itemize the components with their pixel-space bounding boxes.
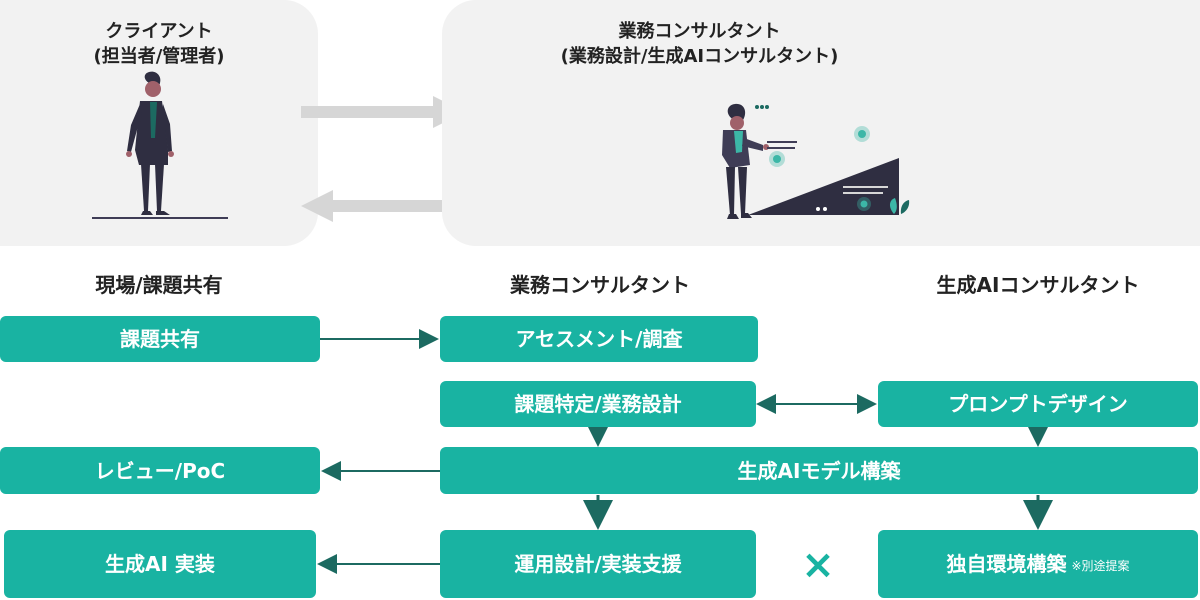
leaf-shape [900, 200, 910, 214]
prompt-design-step: プロンプトデザイン [878, 381, 1198, 427]
client-panel-title: クライアント (担当者/管理者) [93, 21, 225, 67]
head-shape [145, 81, 161, 97]
task-share-step: 課題共有 [0, 316, 320, 362]
model-build-step: 生成AIモデル構築 [440, 447, 1198, 494]
middle-column-label: 業務コンサルタント [510, 273, 690, 297]
leaf-shape [889, 198, 897, 214]
task-share-label: 課題共有 [120, 327, 200, 351]
presentation-ramp-shape [748, 158, 899, 215]
left-shoe-shape [141, 211, 153, 215]
left-column-label: 現場/課題共有 [95, 273, 223, 297]
top-left-arrow-body [333, 200, 465, 212]
tie-shape [150, 102, 157, 138]
problem-design-step: 課題特定/業務設計 [440, 381, 756, 427]
left-shoe-shape [727, 214, 739, 219]
model-build-label: 生成AIモデル構築 [737, 458, 901, 483]
consultant-panel: 業務コンサルタント (業務設計/生成AIコンサルタント) [442, 0, 1200, 246]
right-hand-shape [168, 151, 174, 157]
custom-environment-step: 独自環境構築 ※別途提案 [878, 530, 1198, 598]
right-leg-shape [738, 167, 747, 214]
right-leg-shape [155, 164, 164, 211]
right-shoe-shape [156, 211, 170, 215]
shirt-shape [734, 131, 743, 153]
client-panel: クライアント (担当者/管理者) [0, 0, 318, 246]
ai-implementation-label: 生成AI 実装 [105, 552, 215, 576]
left-hand-shape [126, 151, 132, 157]
pointing-arm-shape [742, 138, 763, 151]
arrow-left-icon [301, 190, 465, 222]
review-poc-step: レビュー/PoC [0, 447, 320, 494]
page-dot [823, 207, 827, 211]
operation-support-step: 運用設計/実装支援 [440, 530, 756, 598]
node-circle [858, 130, 866, 138]
ai-implementation-step: 生成AI 実装 [4, 530, 316, 598]
right-shoe-shape [741, 213, 752, 218]
prompt-design-label: プロンプトデザイン [948, 392, 1128, 416]
speech-dot [760, 105, 764, 109]
assessment-label: アセスメント/調査 [515, 327, 683, 351]
standing-person-icon [92, 71, 228, 219]
top-right-arrow-body [301, 106, 433, 118]
consultant-panel-title: 業務コンサルタント (業務設計/生成AIコンサルタント) [560, 21, 839, 67]
cross-icon: × [801, 542, 835, 588]
custom-environment-note: ※別途提案 [1071, 559, 1130, 573]
operation-support-label: 運用設計/実装支援 [514, 552, 682, 576]
custom-environment-label: 独自環境構築 [946, 552, 1067, 576]
left-leg-shape [726, 167, 735, 215]
left-leg-shape [141, 164, 150, 211]
top-left-arrow-head [301, 190, 333, 222]
node-circle [773, 155, 781, 163]
right-arm-shape [161, 104, 172, 152]
presentation-person-icon [722, 103, 910, 219]
arrow-right-icon [301, 96, 465, 128]
speech-dot [755, 105, 759, 109]
node-circle [860, 200, 868, 208]
speech-dot [765, 105, 769, 109]
assessment-step: アセスメント/調査 [440, 316, 758, 362]
page-dot [816, 207, 820, 211]
right-column-label: 生成AIコンサルタント [936, 273, 1140, 297]
problem-design-label: 課題特定/業務設計 [514, 392, 682, 416]
head-shape [730, 116, 744, 130]
left-arm-shape [127, 104, 142, 152]
review-poc-label: レビュー/PoC [94, 458, 226, 483]
